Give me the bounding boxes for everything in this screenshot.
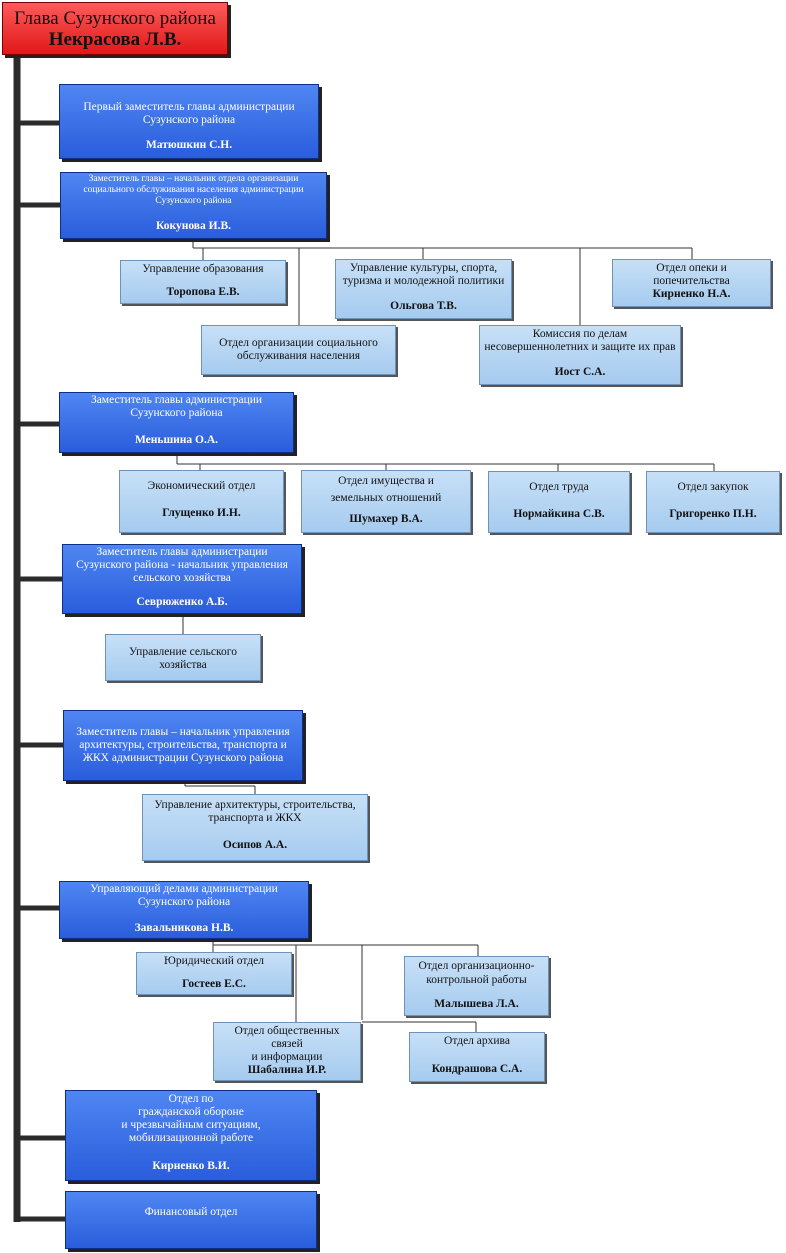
unit-arch-deputy[interactable]: Заместитель главы – начальник управления…	[63, 710, 303, 781]
unit-title: Финансовый отдел	[144, 1206, 238, 1218]
unit-social-deputy[interactable]: Заместитель главы – начальник отдела орг…	[60, 172, 327, 239]
unit-economic[interactable]: Экономический отдел Глущенко И.Н.	[119, 470, 284, 533]
unit-head-name: Шумахер В.А.	[349, 513, 423, 525]
unit-deputy-menshina[interactable]: Заместитель главы администрации Сузунско…	[59, 392, 294, 453]
unit-property[interactable]: Отдел имущества и земельных отношений Шу…	[301, 470, 471, 533]
unit-title: Заместитель главы – начальник отдела орг…	[83, 174, 304, 206]
head-name: Некрасова Л.В.	[48, 28, 182, 50]
unit-title: Заместитель главы администрации Сузунско…	[90, 394, 263, 419]
unit-head-name: Завальникова Н.В.	[134, 922, 234, 934]
unit-agriculture[interactable]: Управление сельского хозяйства	[105, 634, 261, 681]
unit-head-name: Нормайкина С.В.	[513, 508, 605, 520]
unit-head-name: Торопова Е.В.	[166, 286, 240, 298]
unit-title: Отдел общественных связей и информации	[234, 1025, 340, 1063]
unit-head-name: Григоренко П.Н.	[669, 508, 757, 520]
unit-first-deputy[interactable]: Первый заместитель главы администрации С…	[59, 84, 319, 159]
unit-head-name: Иост С.А.	[554, 366, 606, 378]
unit-guardianship[interactable]: Отдел опеки и попечительства Кирненко Н.…	[612, 259, 771, 307]
unit-control[interactable]: Отдел организационно- контрольной работы…	[404, 956, 549, 1016]
unit-archive[interactable]: Отдел архива Кондрашова С.А.	[409, 1032, 545, 1082]
unit-title: Отдел опеки и попечительства	[653, 262, 730, 287]
unit-head-name: Малышева Л.А.	[434, 998, 519, 1010]
unit-title: Первый заместитель главы администрации С…	[83, 101, 295, 126]
unit-title: Управление сельского хозяйства	[129, 646, 237, 671]
unit-title: Отдел труда	[529, 481, 589, 493]
unit-procurement[interactable]: Отдел закупок Григоренко П.Н.	[646, 471, 780, 533]
unit-title: Заместитель главы администрации Сузунско…	[76, 546, 288, 584]
unit-head-name: Шабалина И.Р.	[247, 1064, 327, 1076]
unit-finance[interactable]: Финансовый отдел	[65, 1191, 317, 1249]
unit-head-name: Кирненко Н.А.	[652, 288, 731, 300]
head-title: Глава Сузунского района	[14, 7, 216, 29]
unit-agri-deputy[interactable]: Заместитель главы администрации Сузунско…	[62, 544, 302, 614]
unit-head-name: Севрюженко А.Б.	[136, 596, 228, 608]
unit-title: Отдел имущества и земельных отношений	[330, 475, 442, 504]
unit-head-name: Матюшкин С.Н.	[145, 139, 233, 151]
unit-head-name: Кокунова И.В.	[155, 220, 232, 232]
unit-head-name: Осипов А.А.	[222, 839, 288, 851]
unit-head-name: Кондрашова С.А.	[431, 1063, 523, 1075]
unit-title: Управление культуры, спорта, туризма и м…	[342, 262, 505, 287]
unit-head-name: Кирненко В.И.	[152, 1160, 230, 1172]
unit-title: Отдел по гражданской обороне и чрезвычай…	[121, 1093, 261, 1144]
unit-juvenile[interactable]: Комиссия по делам несовершеннолетних и з…	[479, 325, 681, 385]
unit-labor[interactable]: Отдел труда Нормайкина С.В.	[488, 471, 630, 533]
unit-title: Управляющий делами администрации Сузунск…	[90, 883, 278, 908]
unit-social-service[interactable]: Отдел организации социального обслуживан…	[201, 325, 396, 375]
unit-title: Управление образования	[142, 263, 264, 275]
unit-head-name: Ольгова Т.В.	[390, 300, 457, 312]
unit-civil-defense[interactable]: Отдел по гражданской обороне и чрезвычай…	[65, 1090, 317, 1181]
unit-title: Отдел организации социального обслуживан…	[219, 337, 378, 362]
unit-public-relations[interactable]: Отдел общественных связей и информации Ш…	[213, 1022, 361, 1081]
unit-title: Экономический отдел	[147, 480, 256, 492]
unit-architecture[interactable]: Управление архитектуры, строительства, т…	[142, 794, 368, 861]
head-box[interactable]: Глава Сузунского района Некрасова Л.В.	[2, 2, 228, 55]
unit-legal[interactable]: Юридический отдел Гостеев Е.С.	[136, 952, 292, 995]
unit-head-name: Гостеев Е.С.	[182, 978, 246, 990]
unit-title: Комиссия по делам несовершеннолетних и з…	[484, 328, 676, 353]
unit-title: Управление архитектуры, строительства, т…	[154, 799, 356, 824]
unit-head-name: Меньшина О.А.	[134, 434, 219, 446]
unit-title: Заместитель главы – начальник управления…	[76, 726, 290, 764]
unit-affairs-manager[interactable]: Управляющий делами администрации Сузунск…	[59, 881, 309, 939]
unit-head-name: Глущенко И.Н.	[162, 507, 241, 519]
unit-title: Отдел закупок	[677, 481, 749, 493]
unit-education[interactable]: Управление образования Торопова Е.В.	[120, 260, 286, 304]
unit-culture[interactable]: Управление культуры, спорта, туризма и м…	[335, 259, 512, 319]
unit-title: Отдел архива	[444, 1035, 510, 1047]
unit-title: Отдел организационно- контрольной работы	[418, 960, 535, 986]
unit-title: Юридический отдел	[164, 955, 264, 967]
